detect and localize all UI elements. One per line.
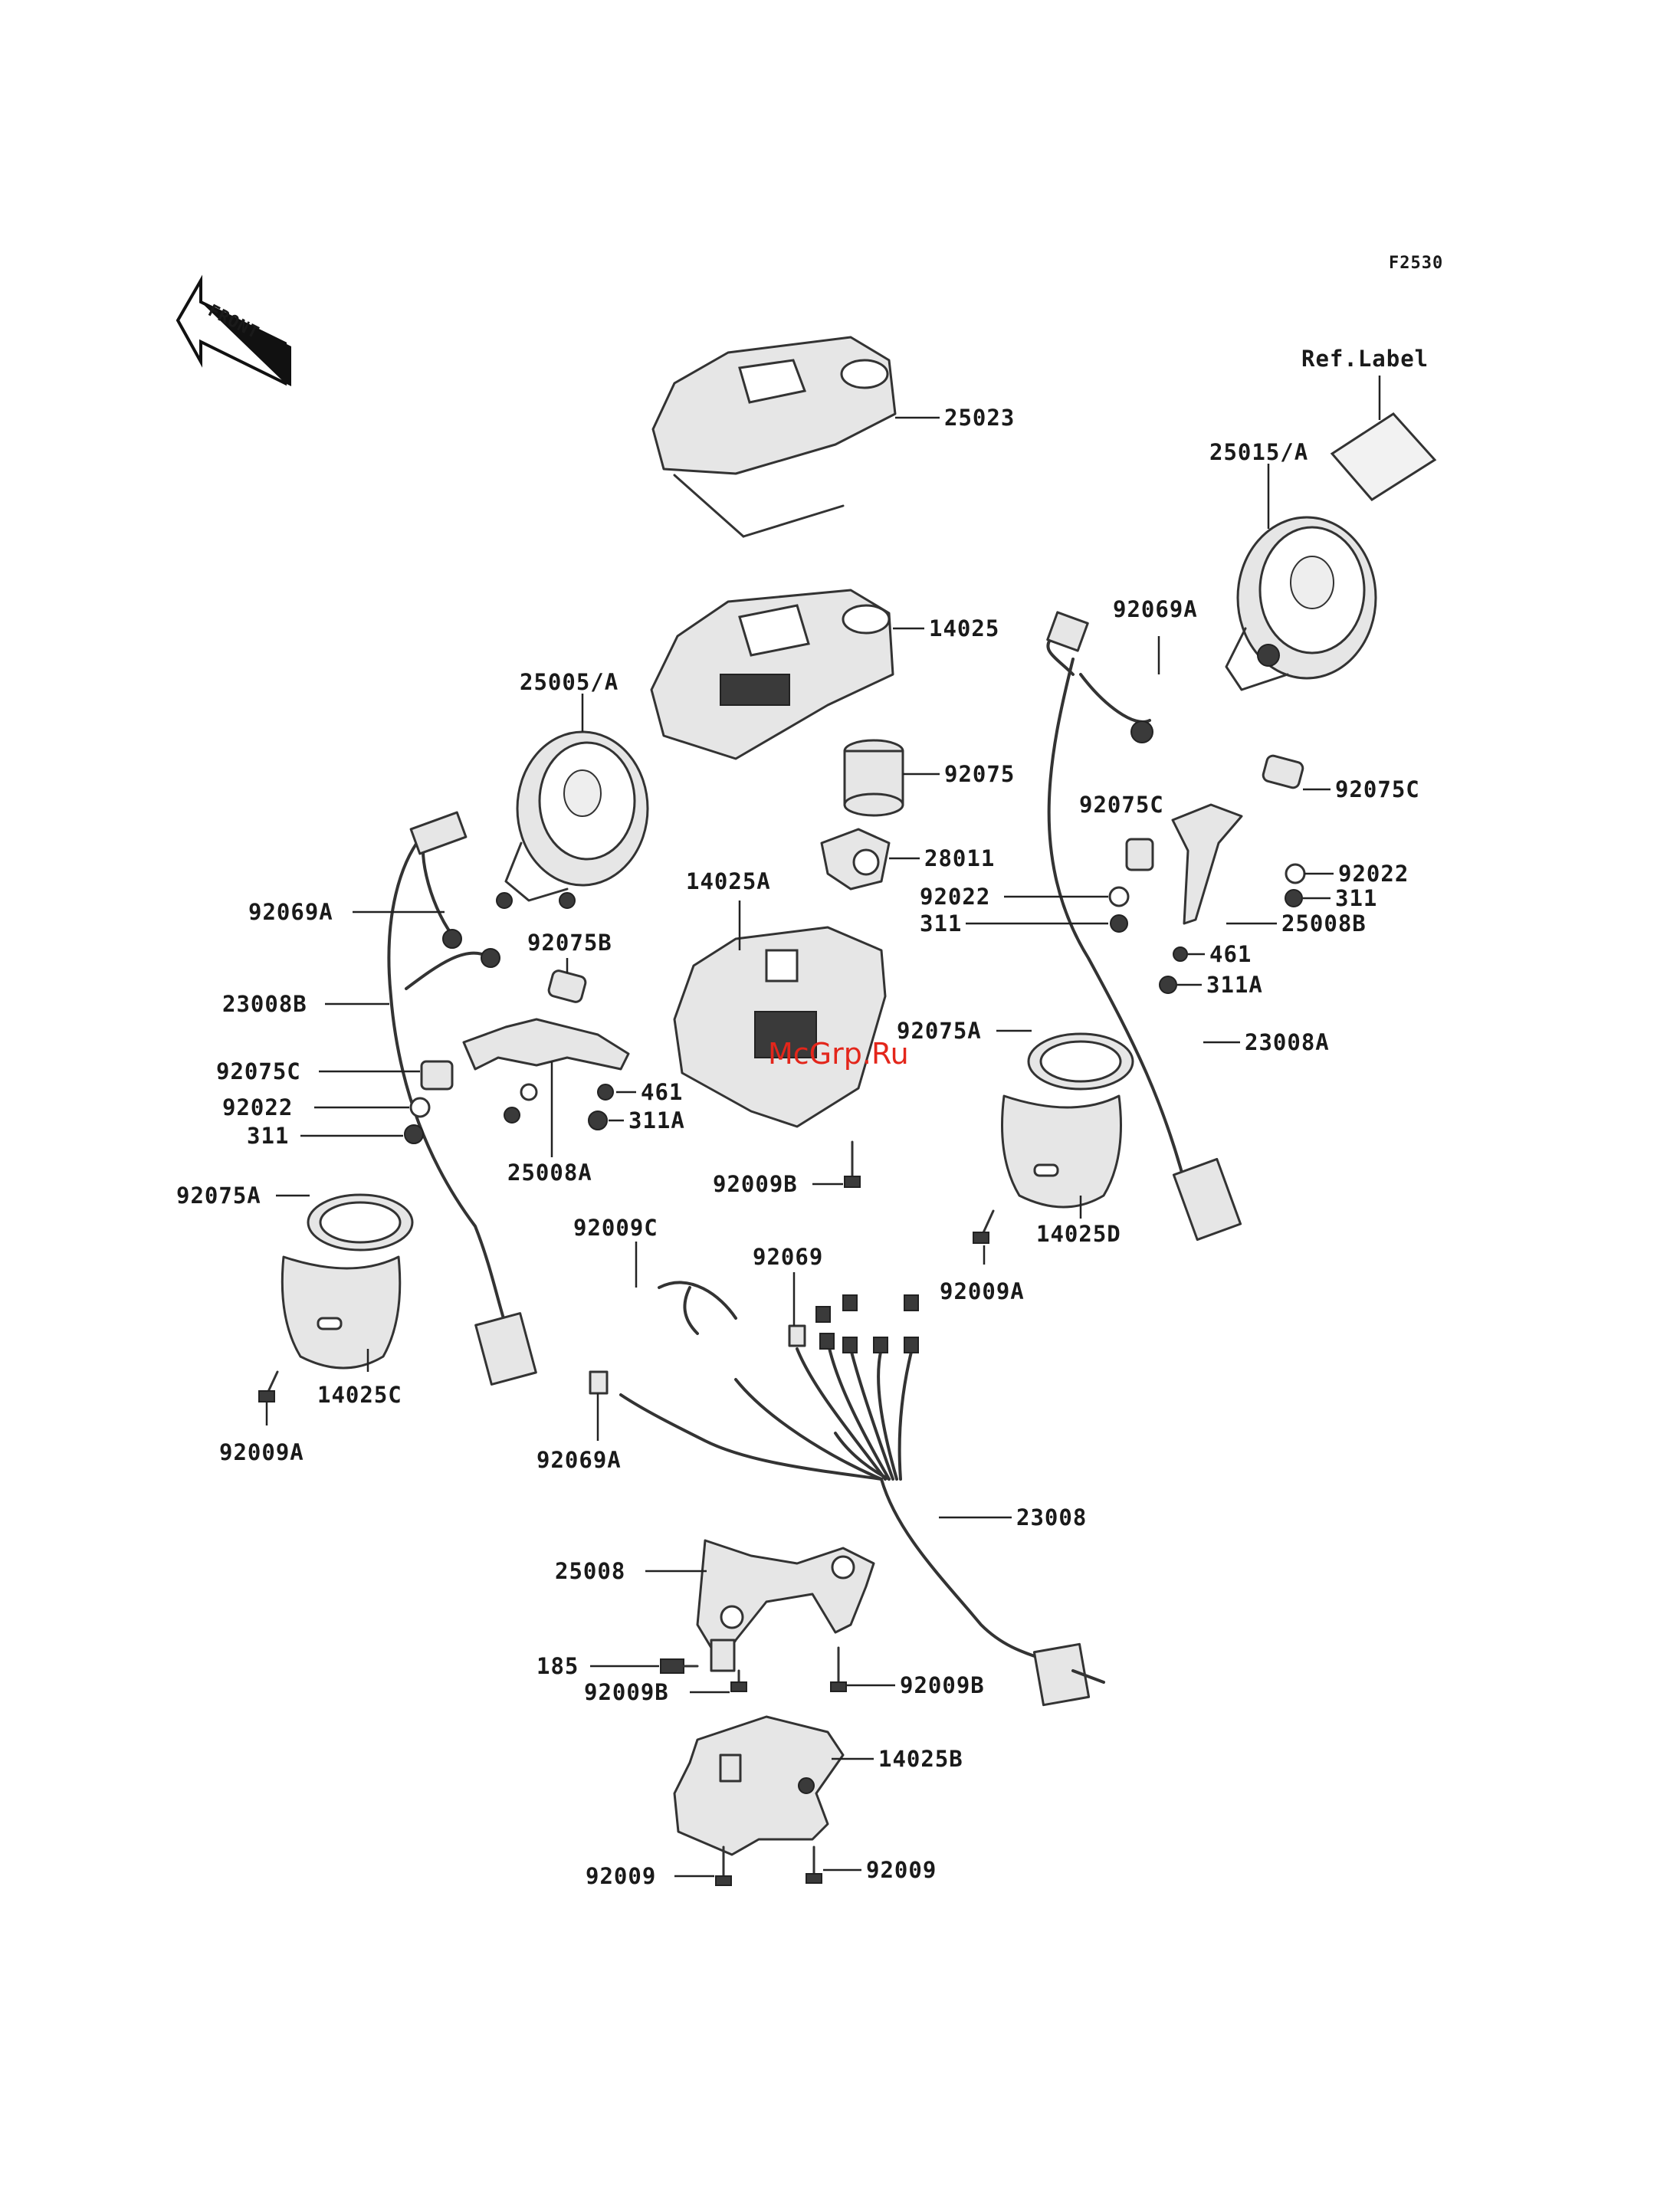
label-14025D: 14025D	[1036, 1221, 1121, 1247]
label-311-mid: 311	[920, 910, 962, 937]
label-92069: 92069	[753, 1244, 823, 1270]
label-14025: 14025	[929, 615, 999, 641]
watermark: McGrp.Ru	[768, 1037, 909, 1071]
bracket-25008A	[404, 969, 630, 1144]
label-311-right: 311	[1335, 885, 1377, 911]
label-311A-left: 311A	[628, 1107, 685, 1133]
front-arrow-icon: FRONT	[176, 274, 291, 386]
label-92009-left: 92009	[586, 1863, 656, 1889]
figure-code: F2530	[1389, 254, 1443, 273]
label-92009B-bottom: 92009B	[900, 1672, 985, 1698]
label-14025B: 14025B	[878, 1746, 963, 1772]
label-92009A-left: 92009A	[219, 1439, 304, 1465]
label-92075C-left: 92075C	[216, 1058, 301, 1084]
screw-92009B-bottom	[730, 1646, 847, 1692]
label-92069A-right: 92069A	[1113, 596, 1198, 622]
label-25015A: 25015/A	[1209, 439, 1308, 465]
screw-92009B-mid	[844, 1140, 861, 1188]
label-92009-right: 92009	[866, 1857, 937, 1883]
shroud-14025C	[281, 1193, 414, 1370]
label-23008A: 23008A	[1245, 1029, 1330, 1055]
label-92022-mid: 92022	[920, 884, 990, 910]
label-25008A: 25008A	[507, 1160, 592, 1186]
label-28011: 28011	[924, 845, 995, 871]
cover-25023	[651, 336, 897, 538]
grommet-92075	[843, 739, 904, 817]
label-23008: 23008	[1016, 1504, 1087, 1530]
label-92075: 92075	[944, 761, 1015, 787]
label-92075C-right2: 92075C	[1079, 792, 1164, 818]
label-185: 185	[536, 1653, 579, 1679]
label-14025C: 14025C	[317, 1382, 402, 1408]
shroud-14025D	[1001, 1032, 1134, 1209]
label-92009C: 92009C	[573, 1215, 658, 1241]
ref-label-text: Ref.Label	[1301, 346, 1429, 372]
label-25008B: 25008B	[1281, 910, 1367, 937]
label-92075A-left: 92075A	[176, 1183, 261, 1209]
harness-23008B	[387, 811, 537, 1386]
bracket-25008B	[1108, 754, 1306, 994]
label-25008: 25008	[555, 1558, 625, 1584]
ref-label-sticker	[1330, 376, 1437, 501]
label-14025A: 14025A	[686, 868, 771, 894]
gauge-25015A	[1225, 516, 1377, 691]
label-92009B-bottom-left: 92009B	[584, 1679, 669, 1705]
label-461-right: 461	[1209, 941, 1252, 967]
label-92069A-left: 92069A	[248, 899, 333, 925]
gauge-25005A	[496, 730, 649, 909]
label-92022-right: 92022	[1338, 861, 1409, 887]
label-311A-right: 311A	[1206, 972, 1263, 998]
bolt-185	[660, 1658, 699, 1674]
label-92009A-right: 92009A	[940, 1278, 1025, 1304]
bracket-25008	[696, 1539, 875, 1672]
label-92022-left: 92022	[222, 1094, 293, 1120]
label-25005A: 25005/A	[520, 669, 619, 695]
label-92009B-mid: 92009B	[713, 1171, 798, 1197]
screw-92009-pair	[715, 1845, 822, 1886]
label-92069A-bottom: 92069A	[536, 1447, 622, 1473]
harness-23008A	[1046, 611, 1242, 1242]
label-25023: 25023	[944, 405, 1015, 431]
label-92075C-right: 92075C	[1335, 776, 1420, 802]
housing-14025A	[673, 926, 887, 1128]
screw-92009A-left	[258, 1370, 279, 1402]
label-92075A-mid: 92075A	[897, 1018, 982, 1044]
label-23008B: 23008B	[222, 991, 307, 1017]
screw-92009A-right	[973, 1209, 995, 1244]
part-28011	[820, 828, 891, 891]
label-311-left: 311	[247, 1123, 289, 1149]
cover-14025B	[673, 1715, 845, 1856]
label-92075B: 92075B	[527, 930, 612, 956]
harness-23008	[589, 1281, 1105, 1707]
housing-14025	[650, 589, 894, 760]
label-461-left: 461	[641, 1079, 683, 1105]
